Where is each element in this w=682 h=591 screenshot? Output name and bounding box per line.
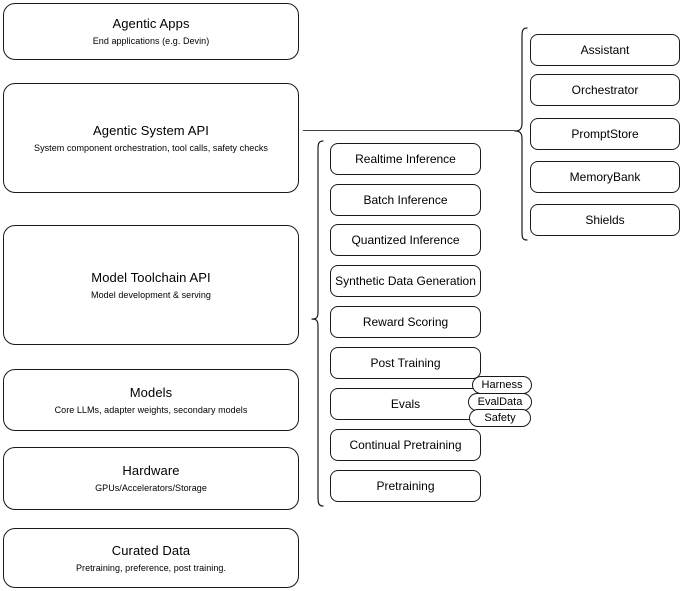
layer-card-models[interactable]: Models Core LLMs, adapter weights, secon… <box>3 369 299 431</box>
toolchain-item-pretraining[interactable]: Pretraining <box>330 470 481 502</box>
item-label: Evals <box>390 397 421 411</box>
layer-card-hardware[interactable]: Hardware GPUs/Accelerators/Storage <box>3 447 299 510</box>
layer-subtitle: Core LLMs, adapter weights, secondary mo… <box>54 404 248 415</box>
item-label: Quantized Inference <box>351 233 460 247</box>
layer-title: Models <box>129 384 173 400</box>
layer-card-agentic-system-api[interactable]: Agentic System API System component orch… <box>3 83 299 193</box>
toolchain-item-batch-inference[interactable]: Batch Inference <box>330 184 481 216</box>
item-label: Batch Inference <box>363 193 448 207</box>
item-label: PromptStore <box>571 127 639 141</box>
item-label: Synthetic Data Generation <box>335 274 476 288</box>
layer-subtitle: End applications (e.g. Devin) <box>92 36 210 46</box>
system-item-assistant[interactable]: Assistant <box>530 34 680 66</box>
toolchain-item-evals[interactable]: Evals <box>330 388 481 420</box>
item-label: Continual Pretraining <box>349 438 462 452</box>
layer-title: Hardware <box>122 463 180 478</box>
layer-subtitle: GPUs/Accelerators/Storage <box>95 483 207 493</box>
layer-subtitle: System component orchestration, tool cal… <box>34 142 268 153</box>
item-label: Post Training <box>370 356 441 370</box>
evals-tag-harness[interactable]: Harness <box>472 376 532 394</box>
toolchain-item-continual-pretraining[interactable]: Continual Pretraining <box>330 429 481 461</box>
system-item-memorybank[interactable]: MemoryBank <box>530 161 680 193</box>
toolchain-item-synthetic-data-generation[interactable]: Synthetic Data Generation <box>330 265 481 297</box>
layer-title: Curated Data <box>111 542 191 558</box>
layer-subtitle: Model development & serving <box>91 289 211 300</box>
item-label: Pretraining <box>376 479 435 493</box>
item-label: Realtime Inference <box>355 152 456 166</box>
toolchain-item-quantized-inference[interactable]: Quantized Inference <box>330 224 481 256</box>
layer-title: Model Toolchain API <box>91 269 211 285</box>
toolchain-item-realtime-inference[interactable]: Realtime Inference <box>330 143 481 175</box>
layer-subtitle: Pretraining, preference, post training. <box>75 562 227 573</box>
item-label: Reward Scoring <box>362 315 449 329</box>
item-label: Assistant <box>580 43 630 57</box>
item-label: MemoryBank <box>569 170 641 184</box>
layer-card-model-toolchain-api[interactable]: Model Toolchain API Model development & … <box>3 225 299 345</box>
toolchain-brace <box>311 140 324 507</box>
item-label: Orchestrator <box>571 83 639 97</box>
system-item-shields[interactable]: Shields <box>530 204 680 236</box>
pill-label: EvalData <box>477 396 523 408</box>
layer-title: Agentic Apps <box>112 16 190 31</box>
pill-label: Safety <box>484 412 516 424</box>
layer-card-curated-data[interactable]: Curated Data Pretraining, preference, po… <box>3 528 299 588</box>
system-item-promptstore[interactable]: PromptStore <box>530 118 680 150</box>
system-components-brace <box>514 27 528 241</box>
evals-tag-safety[interactable]: Safety <box>469 409 531 427</box>
layer-card-agentic-apps[interactable]: Agentic Apps End applications (e.g. Devi… <box>3 3 299 60</box>
pill-label: Harness <box>481 379 523 391</box>
item-label: Shields <box>585 213 625 227</box>
connector-line-system-api-to-components <box>303 130 515 131</box>
layer-title: Agentic System API <box>93 122 209 138</box>
toolchain-item-reward-scoring[interactable]: Reward Scoring <box>330 306 481 338</box>
toolchain-item-post-training[interactable]: Post Training <box>330 347 481 379</box>
system-item-orchestrator[interactable]: Orchestrator <box>530 74 680 106</box>
